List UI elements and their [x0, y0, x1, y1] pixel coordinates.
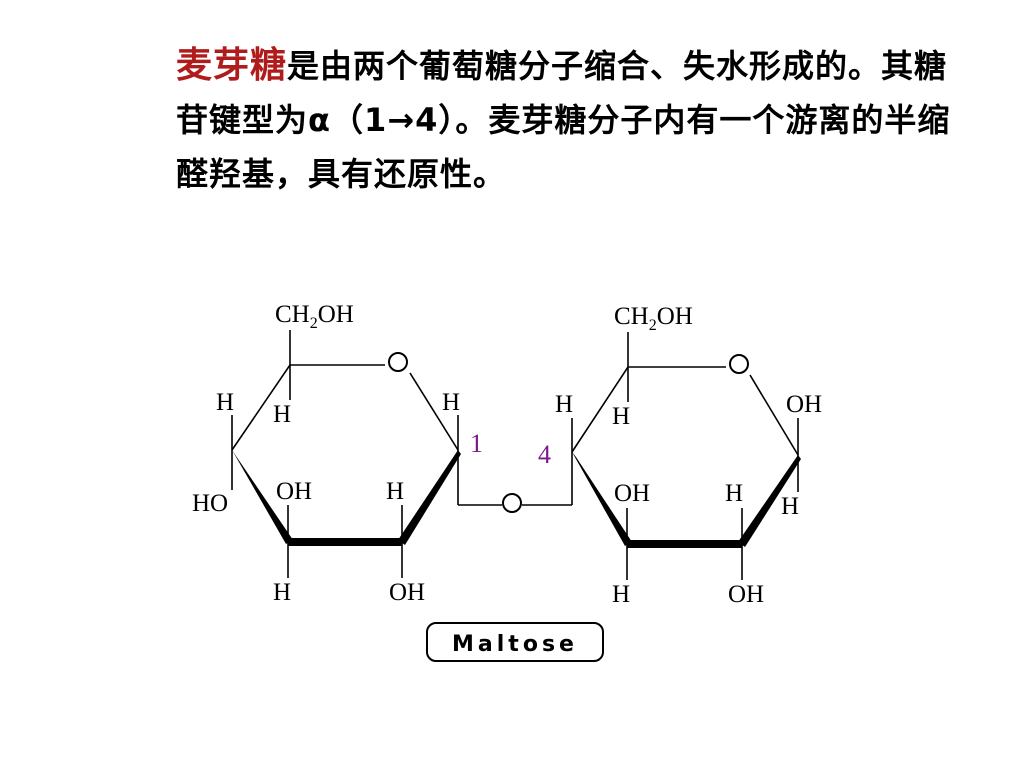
name-label: Maltose	[452, 632, 578, 657]
left-c3-oh: OH	[276, 478, 312, 505]
left-c5-h: H	[273, 401, 291, 428]
left-c6-label: CH2OH	[275, 301, 354, 332]
right-c4-h: H	[555, 391, 573, 418]
right-glucose-ring: CH2OH 4 H H OH OH H H H OH	[538, 303, 822, 608]
bond-c4-c3-wedge	[232, 450, 293, 544]
right-c2-oh: OH	[728, 581, 764, 608]
right-c3-oh: OH	[614, 480, 650, 507]
right-c4-position: 4	[538, 440, 551, 469]
left-c2-h: H	[386, 478, 404, 505]
left-ring-oxygen	[388, 352, 408, 372]
bond-o-c1	[409, 372, 459, 451]
intro-paragraph: 麦芽糖是由两个葡萄糖分子缩合、失水形成的。其糖苷键型为α（1→4）。麦芽糖分子内…	[176, 38, 976, 201]
name-label-box	[426, 622, 604, 662]
intro-text: 是由两个葡萄糖分子缩合、失水形成的。其糖苷键型为α（1→4）。麦芽糖分子内有一个…	[176, 47, 951, 193]
left-c4-h: H	[216, 389, 234, 416]
left-c3-h: H	[273, 579, 291, 606]
left-glucose-ring: CH2OH H H H 1 HO OH H H OH	[192, 301, 483, 606]
right-c3-h: H	[612, 581, 630, 608]
left-c1-position: 1	[470, 429, 483, 458]
maltose-highlight: 麦芽糖	[176, 44, 288, 86]
left-c4-oh: HO	[192, 490, 228, 517]
glycosidic-oxygen	[502, 493, 522, 513]
bond-o-c1-right	[749, 374, 799, 456]
bond-c5-c4-right	[571, 366, 629, 453]
left-c1-h: H	[442, 389, 460, 416]
right-c5-h: H	[612, 403, 630, 430]
glycosidic-bond	[458, 493, 572, 513]
right-c1-h: H	[781, 493, 799, 520]
bond-c4-c3-wedge-right	[572, 452, 632, 546]
bond-c2-c1-wedge-right	[738, 455, 801, 547]
right-c2-h: H	[725, 480, 743, 507]
right-c6-label: CH2OH	[614, 303, 693, 334]
right-c1-oh: OH	[786, 391, 822, 418]
right-ring-oxygen	[729, 354, 749, 374]
bond-c2-c1-wedge	[398, 450, 461, 545]
bond-c5-c4	[231, 364, 291, 451]
left-c2-oh: OH	[389, 579, 425, 606]
